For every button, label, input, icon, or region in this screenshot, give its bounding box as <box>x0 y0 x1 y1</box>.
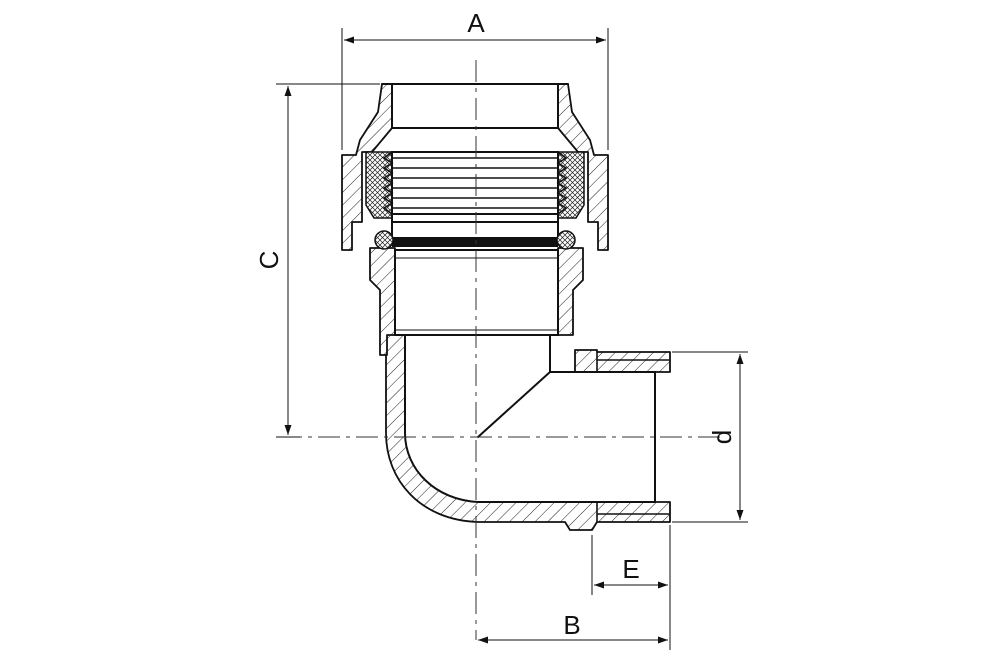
extension-lines <box>276 28 748 650</box>
dimension-lines <box>284 36 744 644</box>
spacer-ring <box>391 213 559 223</box>
grip-ring-teeth <box>382 151 568 215</box>
outlet-thread <box>596 352 670 522</box>
center-lines <box>280 60 720 640</box>
compression-socket <box>341 83 609 356</box>
nut-top-opening <box>391 83 559 129</box>
elbow-body <box>385 261 671 531</box>
bore-junction-line <box>477 371 551 438</box>
elbow-bore <box>404 334 656 503</box>
seal-band <box>392 238 558 247</box>
union-nut-left <box>341 83 393 251</box>
socket-right-wall <box>557 247 584 336</box>
dimension-label-d: d <box>707 430 737 444</box>
union-nut-right <box>557 83 609 251</box>
dimension-label-E: E <box>622 554 639 584</box>
dimension-label-C: C <box>254 251 284 270</box>
dimension-label-A: A <box>467 8 485 38</box>
o-ring-left <box>374 230 394 250</box>
o-ring-right <box>556 230 576 250</box>
dimension-labels: A C d E B <box>254 8 737 640</box>
dimension-label-B: B <box>563 610 580 640</box>
